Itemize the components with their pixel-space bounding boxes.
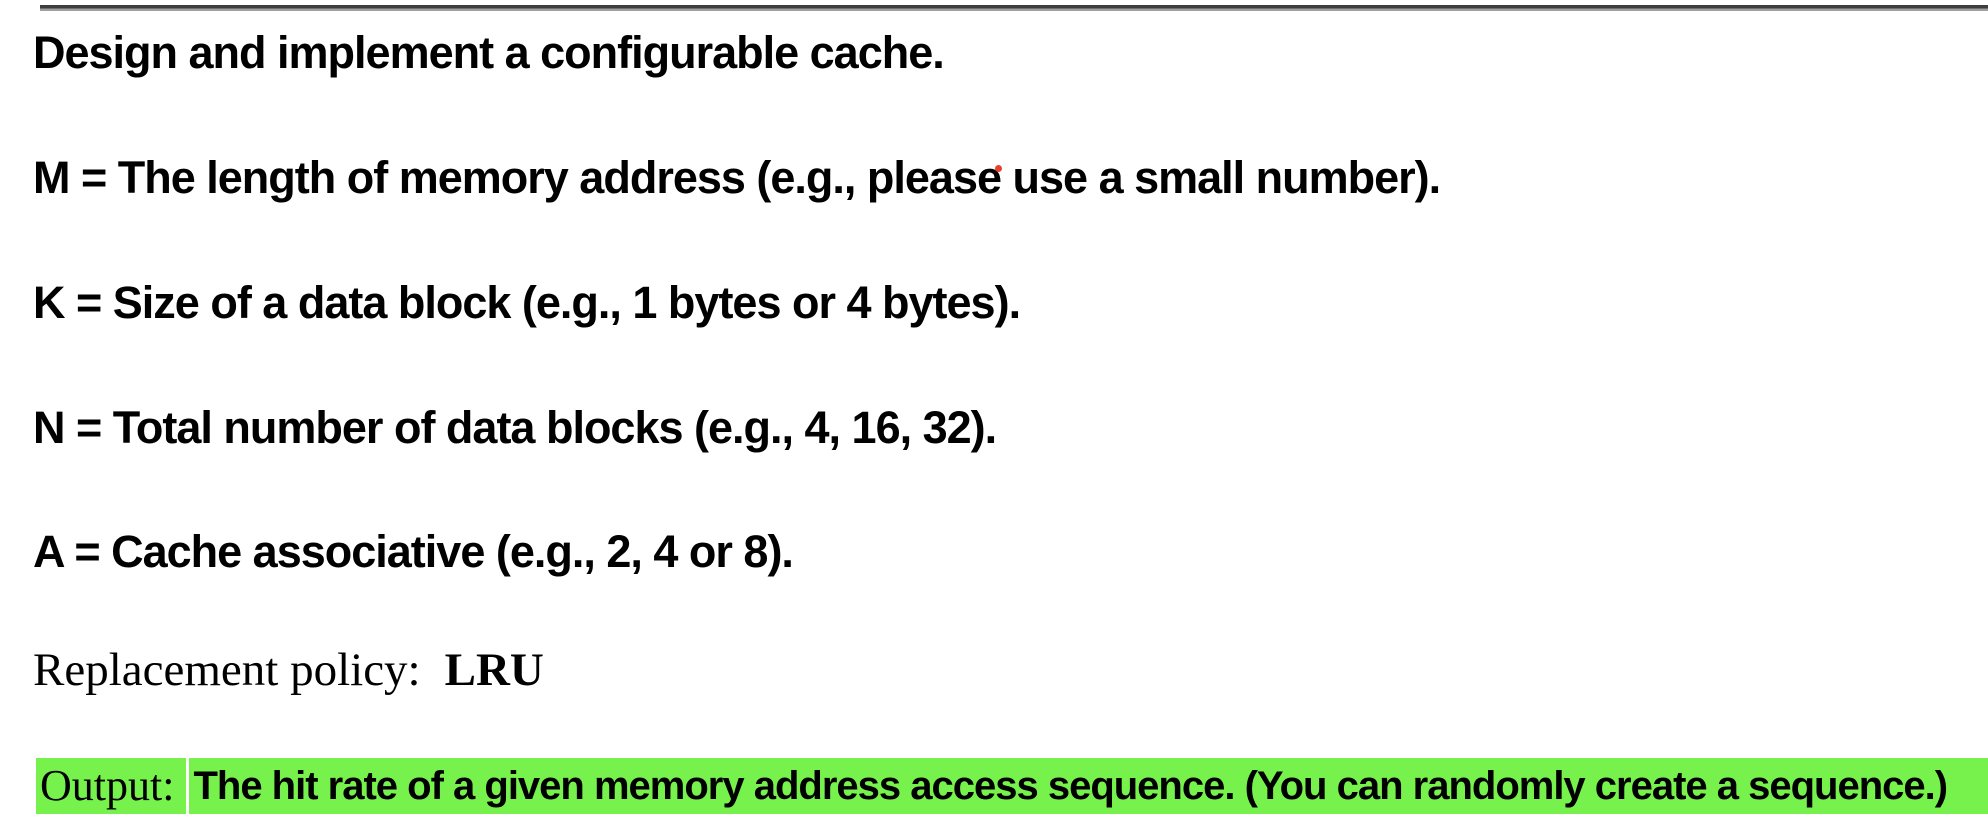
param-line-m: M = The length of memory address (e.g., … — [33, 152, 1441, 203]
top-divider-rule — [40, 5, 1988, 11]
param-line-k: K = Size of a data block (e.g., 1 bytes … — [33, 277, 1021, 328]
title-line: Design and implement a configurable cach… — [33, 27, 945, 78]
replacement-policy-label: Replacement policy: — [33, 644, 421, 696]
param-line-n: N = Total number of data blocks (e.g., 4… — [33, 402, 997, 453]
param-line-a: A = Cache associative (e.g., 2, 4 or 8). — [33, 526, 794, 577]
replacement-policy-value: LRU — [444, 644, 544, 696]
output-label: Output: — [36, 758, 187, 814]
replacement-policy-line: Replacement policy: LRU — [33, 643, 544, 697]
output-highlight-bar: Output: The hit rate of a given memory a… — [36, 758, 1988, 814]
output-text: The hit rate of a given memory address a… — [189, 758, 1988, 814]
proofing-dot-icon — [995, 165, 1002, 172]
